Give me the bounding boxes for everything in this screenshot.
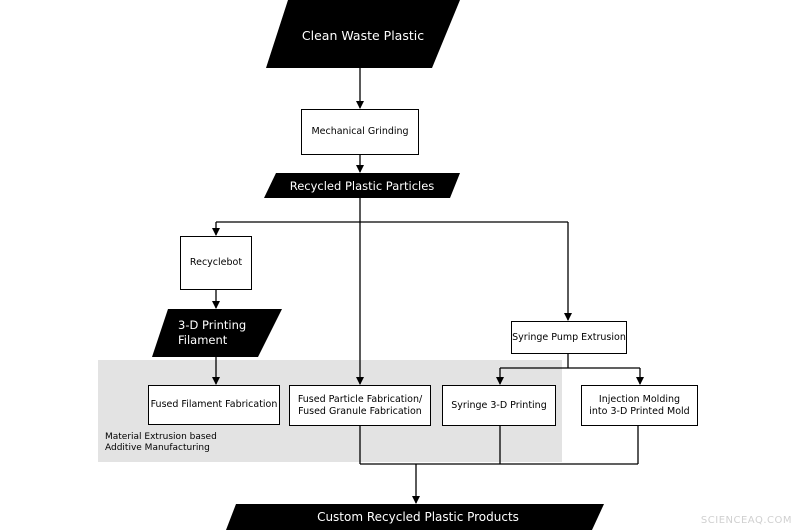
syringe-printing-box: Syringe 3-D Printing <box>442 385 556 426</box>
particles-label: Recycled Plastic Particles <box>289 179 435 193</box>
end-parallelogram <box>226 504 604 530</box>
watermark: SCIENCEAQ.COM <box>700 515 792 526</box>
filament-parallelogram <box>152 309 282 357</box>
fff-box: Fused Filament Fabrication <box>148 385 280 425</box>
grinding-box: Mechanical Grinding <box>301 109 419 155</box>
material-extrusion-label: Material Extrusion based Additive Manufa… <box>105 432 217 453</box>
recyclebot-box: Recyclebot <box>180 236 252 290</box>
particles-parallelogram <box>264 173 460 198</box>
injection-box: Injection Molding into 3-D Printed Mold <box>581 385 698 426</box>
start-label: Clean Waste Plastic <box>301 27 425 43</box>
fpf-box: Fused Particle Fabrication/ Fused Granul… <box>289 385 431 426</box>
end-label: Custom Recycled Plastic Products <box>317 510 519 524</box>
syringe-pump-box: Syringe Pump Extrusion <box>511 321 627 354</box>
start-parallelogram <box>266 0 460 68</box>
filament-label: 3-D Printing Filament <box>178 318 247 347</box>
